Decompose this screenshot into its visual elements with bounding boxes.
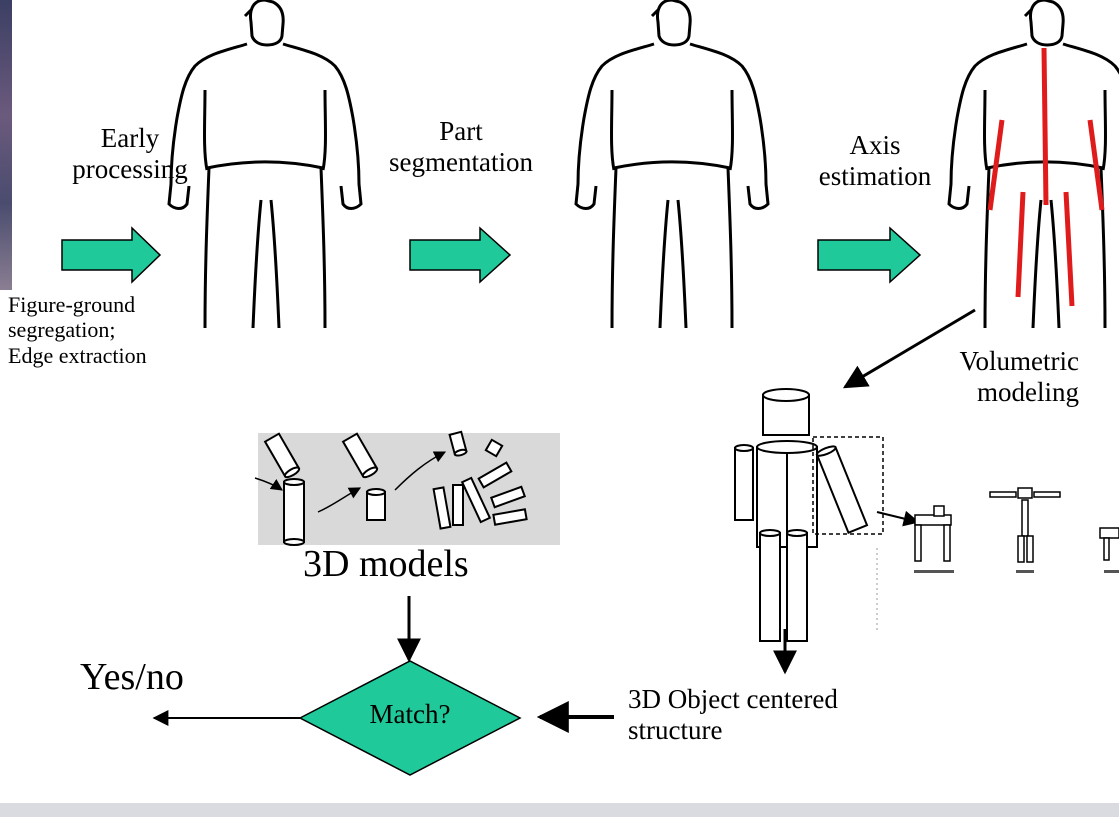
note-figure-ground-line3: Edge extraction	[8, 342, 147, 368]
arrow-to-volumetric	[842, 308, 976, 389]
volumetric-model	[734, 388, 869, 642]
label-axis-estimation: Axis estimation	[810, 130, 940, 192]
label-object-centered-structure: 3D Object centered structure	[628, 684, 838, 746]
arrow-axis-estimation	[817, 226, 922, 284]
label-part: Part	[439, 116, 483, 146]
human-figure-parts	[574, 0, 770, 330]
arrow-early-processing	[61, 226, 162, 284]
label-volumetric-modeling: Volumetric modeling	[919, 346, 1079, 408]
label-volumetric: Volumetric	[959, 346, 1079, 376]
cylinder-model-icon	[263, 430, 528, 546]
note-figure-ground-line1: Figure-ground	[8, 292, 136, 317]
label-axis: Axis	[849, 130, 901, 160]
arrow-to-submodel	[876, 510, 920, 527]
dashed-zoom-box	[812, 436, 884, 535]
bottom-band	[0, 803, 1119, 817]
match-decision-diamond	[298, 660, 522, 776]
label-modeling: modeling	[977, 377, 1079, 408]
left-edge-image-strip	[0, 0, 12, 290]
label-part-segmentation: Part segmentation	[381, 116, 541, 178]
note-figure-ground: Figure-ground segregation; Edge extracti…	[8, 292, 147, 368]
models-connectors	[254, 451, 447, 513]
label-early: Early	[100, 123, 160, 153]
arrow-part-segmentation	[409, 226, 512, 284]
models-panel	[258, 433, 560, 545]
label-yes-no: Yes/no	[80, 656, 184, 698]
label-estimation: estimation	[818, 161, 932, 192]
label-object-centered-line1: 3D Object centered	[628, 684, 838, 714]
label-match: Match?	[369, 699, 451, 729]
label-object-centered-line2: structure	[628, 715, 723, 746]
label-early-processing: Early processing	[55, 123, 205, 185]
label-segmentation: segmentation	[389, 147, 533, 178]
axis-lines	[987, 47, 1105, 307]
label-processing: processing	[72, 154, 188, 185]
label-3d-models: 3D models	[303, 543, 469, 585]
note-figure-ground-line2: segregation;	[8, 317, 116, 343]
stick-figure-model-icon	[914, 487, 1119, 563]
